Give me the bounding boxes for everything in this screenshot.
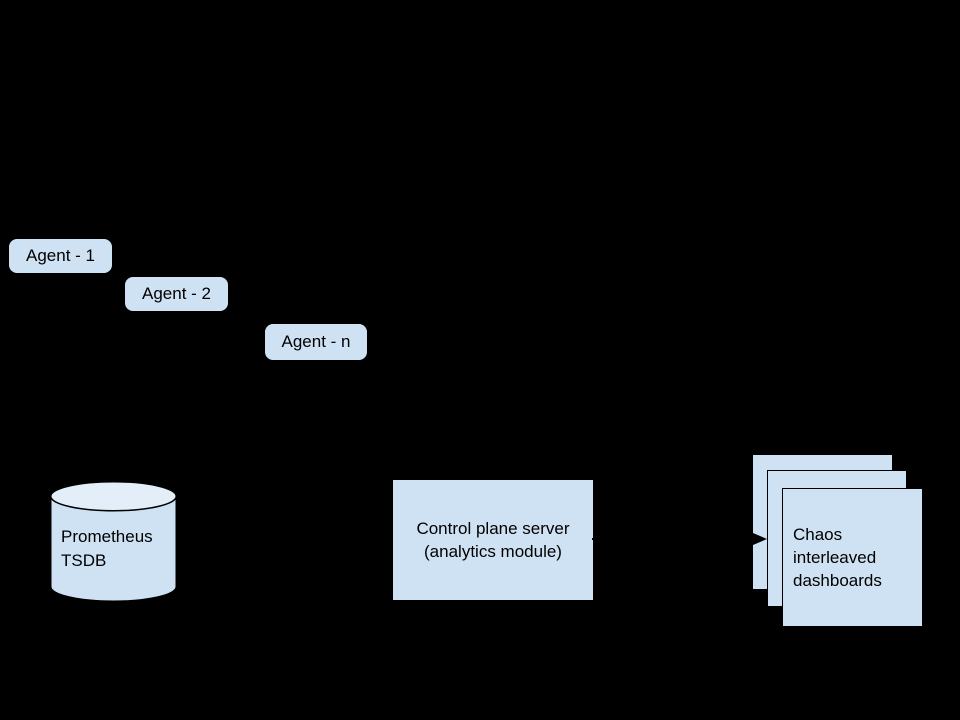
control-plane-label: Control plane server (analytics module) [416,517,569,563]
prometheus-tsdb-label: Prometheus TSDB [61,525,153,573]
control-plane-label-line-1: Control plane server [416,519,570,538]
dashboards-label-line-1: Chaos [793,525,843,544]
tsdb-label-line-2: TSDB [61,551,107,570]
arrow-connector [592,533,767,545]
agent-n-node: Agent - n [265,324,367,360]
agent-2-label: Agent - 2 [142,284,211,303]
database-cylinder-icon [50,481,177,602]
prometheus-tsdb-node: Prometheus TSDB [50,481,177,602]
arrowhead-right-icon [753,533,767,545]
control-plane-label-line-2: (analytics module) [424,542,562,561]
agent-1-node: Agent - 1 [9,239,112,273]
tsdb-label-line-1: Prometheus [61,527,153,546]
dashboards-label-line-2: interleaved [793,548,877,567]
dashboards-label: Chaos interleaved dashboards [793,523,882,592]
agent-2-node: Agent - 2 [125,277,228,311]
dashboards-label-line-3: dashboards [793,571,882,590]
dashboard-card-front: Chaos interleaved dashboards [782,488,923,627]
agent-1-label: Agent - 1 [26,246,95,265]
control-plane-node: Control plane server (analytics module) [393,480,593,600]
agent-n-label: Agent - n [281,332,351,351]
